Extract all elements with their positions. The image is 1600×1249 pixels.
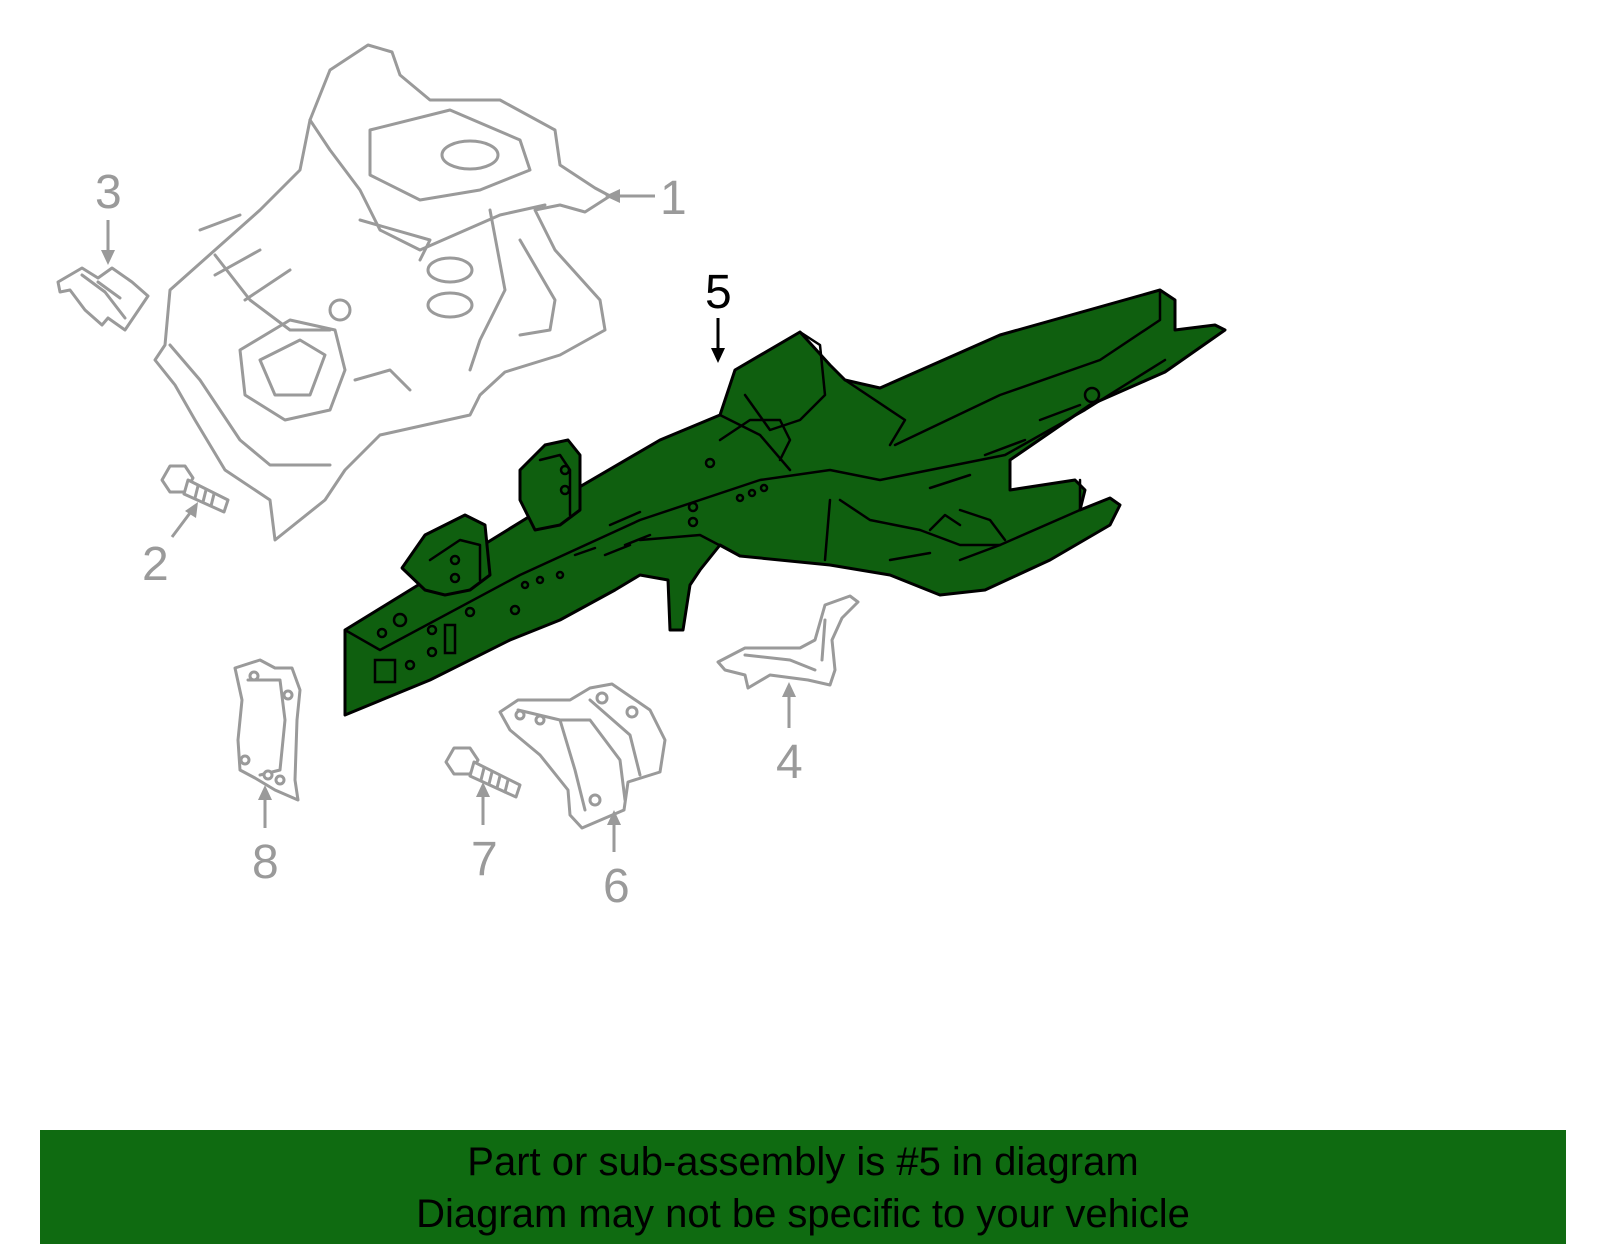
- part-6-mount-bracket: [498, 682, 667, 830]
- callout-7: 7: [471, 833, 498, 886]
- callout-5: 5: [705, 266, 732, 319]
- callout-4: 4: [776, 736, 803, 789]
- info-banner: Part or sub-assembly is #5 in diagram Di…: [40, 1130, 1566, 1244]
- callout-8: 8: [252, 836, 279, 889]
- part-2-bolt: [160, 464, 230, 514]
- part-5-side-member: [343, 288, 1227, 717]
- banner-line-2: Diagram may not be specific to your vehi…: [416, 1192, 1190, 1236]
- callout-3: 3: [95, 166, 122, 219]
- callout-1: 1: [660, 172, 687, 225]
- part-1-apron-panel: [153, 43, 612, 542]
- callout-6: 6: [603, 860, 630, 913]
- banner-line-1: Part or sub-assembly is #5 in diagram: [467, 1140, 1139, 1184]
- part-7-bolt: [444, 746, 522, 799]
- parts-diagram: 1 3 2: [56, 43, 1227, 913]
- part-8-plate: [233, 658, 302, 802]
- part-4-brace: [716, 594, 860, 690]
- callout-2: 2: [142, 538, 169, 591]
- part-3-bracket: [56, 266, 150, 332]
